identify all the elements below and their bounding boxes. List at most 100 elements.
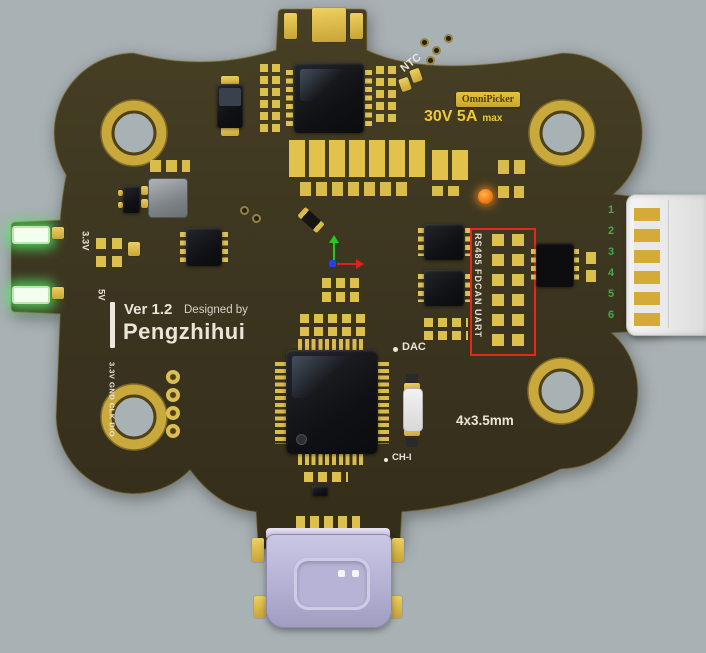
capacitor-pair-right [432,150,468,180]
driver-ic-sheen [300,69,344,101]
mcu-chip [286,350,378,454]
pad-grid-right-col1 [376,66,384,126]
connector-pin-number: 2 [608,225,615,237]
power-led-green-1 [12,226,50,244]
inductor-core [219,88,241,106]
crystal-oscillator [403,388,423,432]
driver-ic-pins-right [365,70,372,128]
usb-shell-pad-left-lower [254,596,266,618]
mounting-hole-bottom-right [527,357,595,425]
pads-above-usb [296,516,360,528]
connector-pin-number: 4 [608,267,615,279]
debug-pad-gnd [166,388,180,402]
buffer-ic-pins-left [531,249,536,281]
connector-pin-number: 6 [608,309,615,321]
dac-label: DAC [402,341,426,353]
capacitor-bank [289,140,425,177]
version-label: Ver 1.2 [124,301,173,318]
interface-pads-col1 [492,234,504,346]
axis-marker-green-line [333,242,335,264]
top-tab-pad-left [284,13,297,39]
regulator-ic-pins-left [180,232,186,262]
power-inductor [148,178,188,218]
designed-by-label: Designed by [184,304,248,316]
debug-pad-clk [166,406,180,420]
usb-shell-pad-right-lower [390,596,402,618]
inductor-pad-bottom [221,127,239,136]
pads-above-mcu-row2 [300,327,366,336]
driver-ic-pins-left [286,70,293,128]
pad-grid-left-col1 [260,64,268,134]
buffer-ic-pins-right [574,249,579,281]
jst-connector-pins [634,208,660,326]
via-dot [252,214,261,223]
pads-right-of-buffer [586,252,596,282]
driver-ic [294,63,364,133]
power-rating: 30V 5A max [424,108,502,126]
connector-pin-number: 5 [608,288,615,300]
regulator-pad-1 [141,186,148,195]
transistor [123,186,140,213]
axis-marker-red-head [356,259,364,269]
brand-badge-label: OmniPicker [461,94,515,105]
pad-grid-right-col2 [388,66,396,126]
interface-labels: RS485 FDCAN UART [473,233,483,339]
crystal-end-bottom [404,428,420,436]
usb-c-contact-dot-2 [352,570,359,577]
via-dot [240,206,249,215]
485-ic-pins-left [418,274,424,302]
via-dot [420,38,429,47]
axis-marker-green-head [329,235,339,243]
silkscreen-bar [110,302,115,348]
rail-3v3-label: 3.3V [79,231,91,251]
regulator-ic [186,228,222,266]
usb-c-slot [294,558,370,610]
pad-left-single [128,242,140,256]
mcu-pin1-dot [296,434,307,445]
status-led-orange [478,189,493,204]
pads-left-row1 [96,238,124,249]
small-component-below-mcu [312,486,328,496]
axis-marker-red-line [337,263,357,265]
crystal-end-top [404,383,420,391]
pads-center-row1 [322,278,362,288]
pads-right-of-mcu-row1 [424,318,468,327]
mounting-hole-bottom-left [100,383,168,451]
pads-near-led-bottom [498,186,524,198]
mcu-pins-left [275,362,287,444]
can-transceiver-ic [424,224,464,260]
designer-name: Pengzhihui [123,319,246,344]
pads-left-row2 [96,256,124,267]
can-ic-pins-left [418,228,424,256]
pads-above-mcu-row1 [300,314,366,323]
inductor [217,84,243,128]
inductor-pad-top [221,76,239,85]
power-rating-suffix: max [482,113,503,124]
via-dot [432,46,441,55]
mcu-sheen [292,356,348,398]
via-dot [444,34,453,43]
rs485-transceiver-ic [424,270,464,306]
interface-pads-col2 [512,234,524,346]
capacitor-row-small [300,182,412,196]
usb-shell-pad-left [252,538,264,562]
transistor-leg-2 [118,202,123,208]
via-dot [426,56,435,65]
mcu-pins-bottom [298,453,366,465]
pads-above-regulator [150,160,190,172]
mounting-hole-top-left [100,99,168,167]
ch1-label: CH-I [392,452,412,463]
crystal-pad-bottom [406,438,418,447]
pads-below-mcu [304,472,348,482]
debug-pad-dio [166,424,180,438]
mounting-hole-top-right [528,99,596,167]
485-ic-pins-right [465,274,471,302]
pads-near-led-top [498,160,528,174]
brand-badge: OmniPicker [456,92,520,107]
regulator-ic-pins-right [222,232,228,262]
dac-dot [393,347,398,352]
pads-center-row2 [322,292,362,302]
rail-5v-label: 5V [95,289,107,301]
top-tab-pad-center [312,8,346,42]
